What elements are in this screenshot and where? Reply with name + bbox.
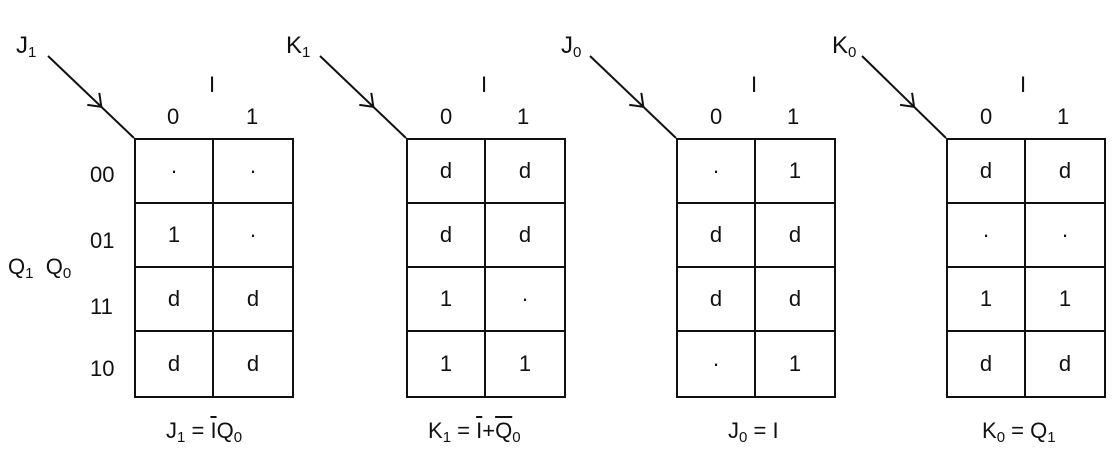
- kmap-cell: d: [136, 332, 214, 396]
- kmap-cell: d: [1026, 140, 1104, 204]
- kmap-cell: d: [756, 204, 834, 268]
- equation: J1 = IQ0: [166, 418, 243, 446]
- row-header: 01: [90, 228, 115, 253]
- kmap-cell: d: [408, 204, 486, 268]
- input-var-label: I: [1020, 72, 1027, 97]
- equation: K1 = I+Q0: [428, 418, 521, 446]
- row-header: 11: [90, 294, 113, 319]
- input-var-label: I: [751, 72, 758, 97]
- kmap-cell: 1: [408, 268, 486, 332]
- arrow-head: [629, 92, 645, 109]
- row-header: 10: [90, 356, 115, 381]
- kmap-cell: d: [678, 204, 756, 268]
- kmap-cell: d: [408, 140, 486, 204]
- kmap-cell: ·: [486, 268, 564, 332]
- kmap-cell: d: [486, 204, 564, 268]
- col-header: 0: [980, 104, 993, 129]
- row-variable-label: Q1 Q0: [8, 254, 72, 282]
- input-var-label: I: [209, 72, 216, 97]
- kmap-cell: ·: [214, 140, 292, 204]
- map-var-label: J0: [561, 32, 582, 61]
- kmap-cell: d: [214, 268, 292, 332]
- col-header: 0: [440, 104, 453, 129]
- kmap-cell: 1: [518, 351, 532, 376]
- row-header: 00: [90, 162, 115, 187]
- kmap-grid: · · 1 · d d d d: [134, 138, 294, 398]
- kmap-cell: d: [948, 140, 1026, 204]
- kmap-cell: d: [678, 268, 756, 332]
- kmap-cell: ·: [678, 332, 756, 396]
- input-var-label: I: [481, 72, 488, 97]
- col-header: 0: [167, 104, 180, 129]
- kmap-cell: d: [246, 351, 260, 376]
- kmap-cell: d: [948, 332, 1026, 396]
- kmap-cell: 1: [408, 332, 486, 396]
- kmap-cell: 1: [756, 140, 834, 204]
- kmap-cell: d: [486, 140, 564, 204]
- col-header: 1: [517, 104, 530, 129]
- kmap-cell: ·: [678, 140, 756, 204]
- arrow-head: [899, 92, 916, 109]
- kmap-grid: · 1 d d d d · 1: [676, 138, 836, 398]
- col-header: 1: [1057, 104, 1070, 129]
- equation: J0 = I: [728, 418, 779, 446]
- arrow-line: [319, 55, 407, 139]
- kmap-cell: ·: [136, 140, 214, 204]
- kmap-cell: d: [1058, 351, 1072, 376]
- kmap-cell: 1: [136, 204, 214, 268]
- arrow-head: [87, 92, 103, 109]
- kmap-cell: ·: [948, 204, 1026, 268]
- map-var-label: K0: [832, 32, 857, 61]
- kmap-cell: 1: [948, 268, 1026, 332]
- row-var-b: Q: [45, 254, 63, 279]
- arrow-line: [589, 55, 677, 139]
- col-header: 0: [710, 104, 723, 129]
- row-var-a-sub: 1: [25, 265, 34, 282]
- col-header: 1: [246, 104, 259, 129]
- kmap-cell: 1: [1026, 268, 1104, 332]
- map-var-label: K1: [286, 32, 311, 61]
- col-header: 1: [787, 104, 800, 129]
- kmap-cell: 1: [788, 351, 802, 376]
- kmap-cell: d: [136, 268, 214, 332]
- kmap-cell: ·: [214, 204, 292, 268]
- row-var-a: Q: [8, 254, 26, 279]
- kmap-grid: d d d d 1 · 1 1: [406, 138, 566, 398]
- map-var-label: J1: [16, 32, 37, 61]
- kmap-grid: d d · · 1 1 d d: [946, 138, 1106, 398]
- kmap-cell: ·: [1026, 204, 1104, 268]
- row-var-b-sub: 0: [62, 265, 72, 282]
- arrow-line: [47, 55, 135, 139]
- kmap-cell: d: [756, 268, 834, 332]
- equation: K0 = Q1: [982, 418, 1056, 446]
- arrow-head: [359, 92, 375, 109]
- arrow-line: [861, 55, 947, 139]
